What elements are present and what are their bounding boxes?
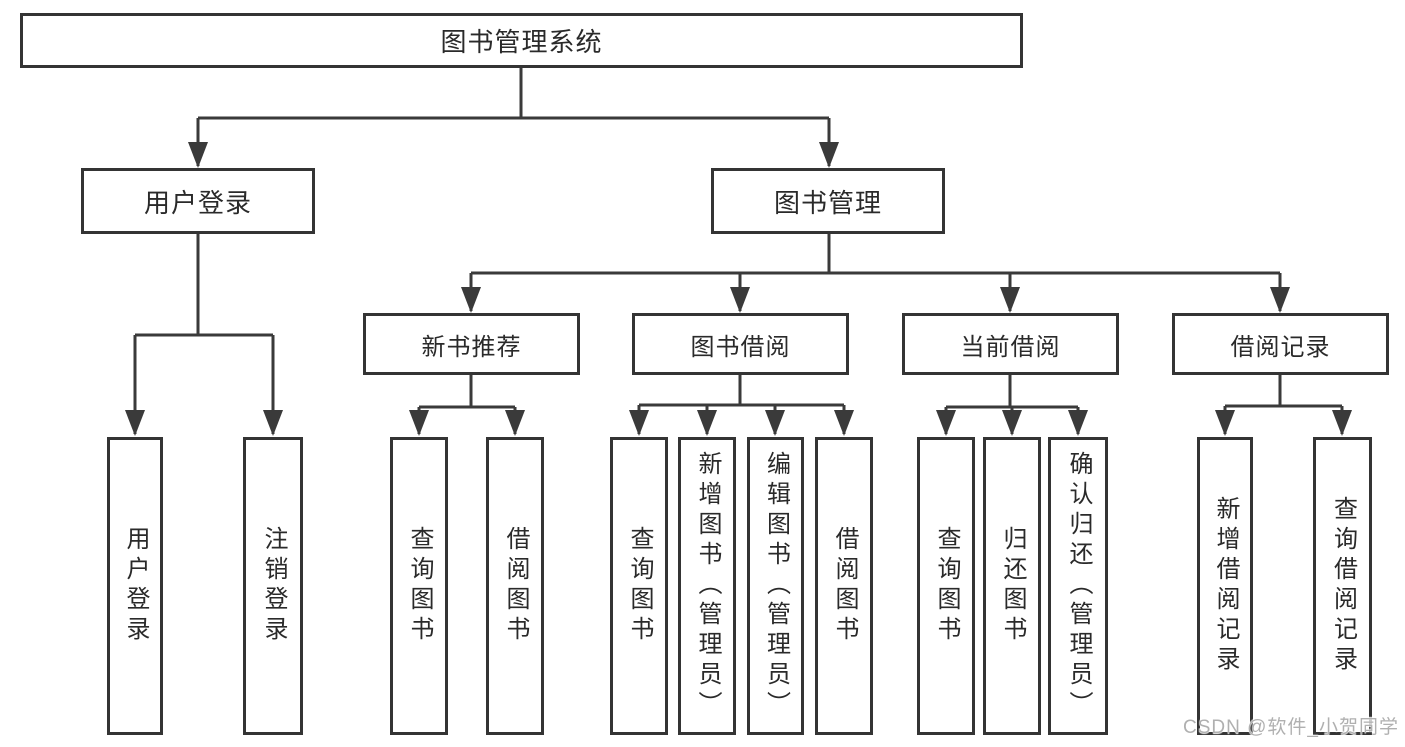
node-user-login-branch: 用户登录 — [81, 168, 315, 234]
node-leaf-query-borrow-record: 查询借阅记录 — [1313, 437, 1372, 735]
node-label: 用户登录 — [143, 187, 252, 218]
node-label: 图书管理 — [773, 187, 882, 218]
node-label: 查询借阅记录 — [1329, 496, 1357, 676]
node-leaf-edit-books-admin: 编辑图书（管理员） — [747, 437, 804, 735]
arrowheads — [125, 142, 1352, 436]
node-leaf-query-books-1: 查询图书 — [390, 437, 448, 735]
node-label: 借阅图书 — [831, 526, 858, 646]
node-book-borrowing: 图书借阅 — [632, 313, 849, 375]
node-leaf-borrow-books-1: 借阅图书 — [486, 437, 544, 735]
node-label: 确认归还（管理员） — [1065, 451, 1092, 721]
node-book-management-branch: 图书管理 — [711, 168, 945, 234]
node-label: 查询图书 — [406, 526, 433, 646]
node-leaf-logout: 注销登录 — [243, 437, 303, 735]
watermark: CSDN @软件_小贺同学 — [1183, 717, 1399, 738]
node-current-borrowing: 当前借阅 — [902, 313, 1119, 375]
node-leaf-confirm-return-admin: 确认归还（管理员） — [1048, 437, 1108, 735]
node-label: 图书借阅 — [690, 333, 791, 361]
node-leaf-query-books-3: 查询图书 — [917, 437, 975, 735]
node-label: 编辑图书（管理员） — [762, 451, 790, 721]
node-label: 用户登录 — [122, 526, 149, 646]
node-label: 借阅记录 — [1230, 333, 1331, 361]
node-label: 新书推荐 — [421, 333, 522, 361]
node-label: 当前借阅 — [960, 333, 1061, 361]
node-label: 注销登录 — [260, 526, 287, 646]
node-leaf-return-books: 归还图书 — [983, 437, 1041, 735]
node-leaf-query-books-2: 查询图书 — [610, 437, 668, 735]
node-library-management-system: 图书管理系统 — [20, 13, 1023, 68]
node-label: 查询图书 — [626, 526, 653, 646]
node-label: 新增图书（管理员） — [694, 451, 721, 721]
node-borrowing-records: 借阅记录 — [1172, 313, 1389, 375]
node-label: 借阅图书 — [502, 526, 529, 646]
node-label: 新增借阅记录 — [1212, 496, 1239, 676]
node-label: 查询图书 — [933, 526, 960, 646]
node-leaf-add-borrow-record: 新增借阅记录 — [1197, 437, 1253, 735]
node-label: 归还图书 — [999, 526, 1026, 646]
node-leaf-user-login: 用户登录 — [107, 437, 163, 735]
node-leaf-add-books-admin: 新增图书（管理员） — [678, 437, 736, 735]
node-new-book-recommendation: 新书推荐 — [363, 313, 580, 375]
node-label: 图书管理系统 — [440, 27, 603, 57]
node-leaf-borrow-books-2: 借阅图书 — [815, 437, 873, 735]
